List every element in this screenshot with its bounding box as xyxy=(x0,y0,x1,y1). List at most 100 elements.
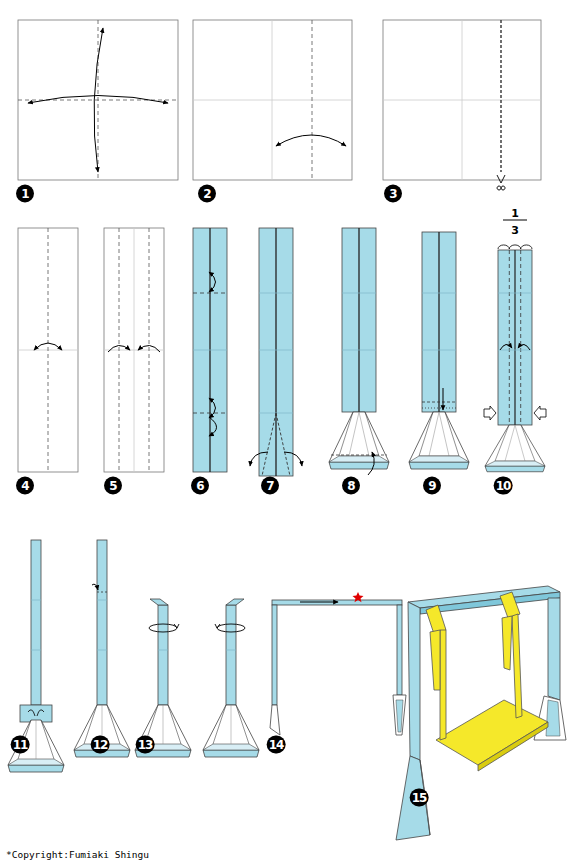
label-holder: 1 xyxy=(511,203,519,221)
callout-number: 12 xyxy=(91,736,110,754)
fold-stroke xyxy=(438,232,439,412)
step-12-model xyxy=(74,540,130,757)
fold-stroke xyxy=(34,343,62,350)
callout-number: 14 xyxy=(267,736,286,754)
fold-stroke xyxy=(520,250,521,425)
step-14-frame xyxy=(270,592,406,735)
label-holder: 1 xyxy=(16,184,34,203)
fold-stroke xyxy=(98,20,99,180)
label-holder: 10 xyxy=(494,476,513,495)
fold-stroke xyxy=(97,540,107,705)
fold-stroke xyxy=(31,540,41,705)
step-2-paper xyxy=(193,20,352,180)
callout-number: 13 xyxy=(136,736,155,754)
fold-stroke xyxy=(272,605,277,705)
fold-stroke xyxy=(422,402,456,403)
fold-stroke xyxy=(226,605,236,705)
label-holder: *Copyright:Fumiaki Shingu xyxy=(6,844,149,862)
step-3-paper xyxy=(383,20,541,190)
fold-stroke xyxy=(226,599,244,605)
callout-number: 5 xyxy=(104,477,122,495)
callout-number: 10 xyxy=(494,477,513,495)
fold-stroke xyxy=(514,250,515,425)
fold-stroke xyxy=(18,20,178,180)
callout-number: 15 xyxy=(410,789,429,807)
fold-stroke xyxy=(512,614,522,718)
fold-stroke xyxy=(396,756,430,840)
callout-number: 7 xyxy=(261,477,279,495)
fold-stroke xyxy=(548,598,560,700)
fold-stroke xyxy=(342,228,376,412)
fold-stroke xyxy=(215,624,220,628)
fold-stroke xyxy=(430,630,440,690)
fold-stroke xyxy=(275,228,276,476)
fold-stroke xyxy=(97,592,107,593)
step-1-paper xyxy=(18,20,178,180)
fold-stroke xyxy=(92,584,98,590)
fold-stroke xyxy=(484,406,496,420)
fold-stroke xyxy=(397,605,402,695)
fold-stroke xyxy=(498,250,532,425)
fold-stroke xyxy=(174,624,179,628)
step-4-strip xyxy=(18,228,78,472)
fold-stroke xyxy=(259,293,293,294)
callout-number: 9 xyxy=(423,477,441,495)
fold-stroke xyxy=(20,705,52,722)
fold-stroke xyxy=(353,592,364,602)
fold-stroke xyxy=(500,344,512,350)
fold-stroke xyxy=(18,228,78,472)
fold-stroke xyxy=(409,412,469,469)
fold-stroke xyxy=(193,228,227,472)
label-holder: 14 xyxy=(267,735,286,754)
fold-stroke xyxy=(28,96,168,104)
fold-stroke xyxy=(272,20,273,180)
fold-stroke xyxy=(259,350,293,351)
fold-stroke xyxy=(135,705,191,757)
fold-stroke xyxy=(498,293,532,294)
step-15-swing xyxy=(396,586,566,840)
step-11-model xyxy=(8,540,64,772)
label-holder: 13 xyxy=(136,735,155,754)
fold-stroke xyxy=(546,700,560,736)
fold-stroke xyxy=(509,250,510,425)
fold-stroke xyxy=(342,350,376,351)
fold-stroke xyxy=(31,650,41,651)
fold-stroke xyxy=(312,20,313,180)
fold-stroke xyxy=(383,20,541,180)
label-holder: 9 xyxy=(423,476,441,495)
fraction-denominator: 3 xyxy=(511,225,519,237)
fold-stroke xyxy=(209,272,216,292)
fold-stroke xyxy=(498,350,532,351)
fold-stroke xyxy=(478,722,548,771)
callout-number: 11 xyxy=(11,736,30,754)
fold-stroke xyxy=(393,695,406,735)
fold-stroke xyxy=(226,650,236,651)
callout-number: 2 xyxy=(198,185,216,203)
callout-number: 4 xyxy=(16,477,34,495)
fold-stroke xyxy=(272,600,402,605)
fold-stroke xyxy=(134,228,135,472)
fold-stroke xyxy=(368,452,374,475)
fold-stroke xyxy=(534,406,546,420)
callout-number: 1 xyxy=(16,185,34,203)
label-holder: 4 xyxy=(16,476,34,495)
callout-number: 3 xyxy=(384,185,402,203)
label-holder: 15 xyxy=(410,788,429,807)
step-8-model xyxy=(329,228,389,475)
fold-stroke xyxy=(422,408,456,409)
fold-stroke xyxy=(422,293,456,294)
step-9-model xyxy=(409,232,469,469)
copyright-note: *Copyright:Fumiaki Shingu xyxy=(6,849,149,861)
fold-stroke xyxy=(408,602,420,760)
fold-stroke xyxy=(74,705,130,757)
fold-stroke xyxy=(270,705,280,735)
label-holder: 11 xyxy=(11,735,30,754)
fold-stroke xyxy=(94,28,103,172)
fold-stroke xyxy=(498,245,532,249)
step-7-strip xyxy=(250,228,302,476)
fold-stroke xyxy=(28,710,44,716)
label-holder: 3 xyxy=(511,220,519,238)
step-10-model xyxy=(484,220,546,472)
fold-stroke xyxy=(209,417,217,436)
